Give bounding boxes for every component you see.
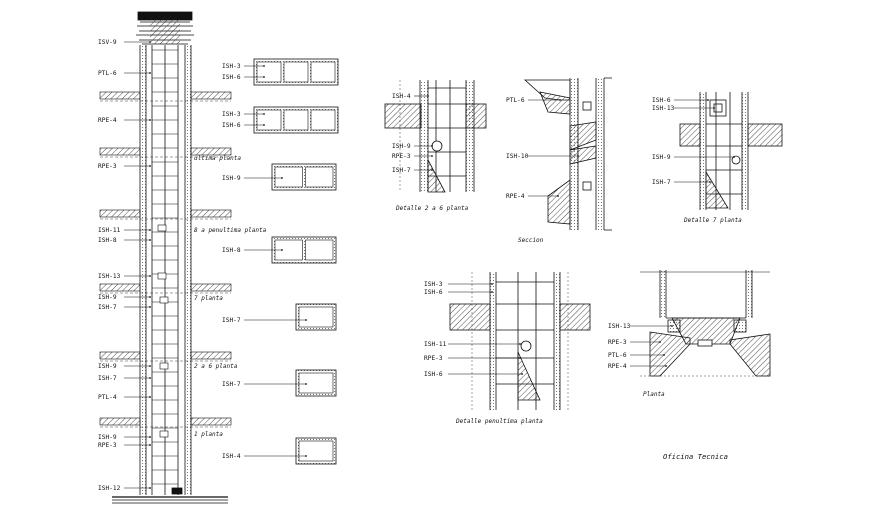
section-label: ISH-4: [222, 453, 241, 460]
planta-label: RPE-4: [608, 363, 627, 370]
detail-7-label: ISH-7: [652, 179, 671, 186]
column-label: RPE-4: [98, 117, 117, 124]
detail-7-label: ISH-9: [652, 154, 671, 161]
detail-labels: ISH-4ISH-9RPE-3ISH-7PTL-6ISH-10RPE-4ISH-…: [392, 93, 735, 378]
column-label: ISH-9: [98, 363, 117, 370]
floor-slabs: [99, 91, 232, 438]
floor-slab: [99, 209, 232, 220]
chimney-elevation: [112, 11, 228, 504]
detail-2-6-label: RPE-3: [392, 153, 411, 160]
caption-detail-7: Detalle 7 planta: [683, 217, 742, 224]
detail-penultima-label: ISH-3: [424, 281, 443, 288]
section-label: ISH-9: [222, 175, 241, 182]
flue-section: [271, 163, 337, 191]
seccion-label: PTL-6: [506, 97, 525, 104]
flue-section: [295, 303, 337, 331]
floor-note: 7 planta: [194, 295, 223, 302]
seccion-detail: [523, 77, 612, 231]
column-label: PTL-4: [98, 394, 117, 401]
seccion-label: RPE-4: [506, 193, 525, 200]
floor-note: 1 planta: [194, 431, 223, 438]
column-label: RPE-3: [98, 163, 117, 170]
planta-label: PTL-6: [608, 352, 627, 359]
detail-2-6-label: ISH-4: [392, 93, 411, 100]
floor-slab: [99, 351, 232, 362]
column-label: ISH-12: [98, 485, 121, 492]
floor-notes: ultima planta 8 a penultima planta 7 plant…: [194, 155, 267, 438]
detail-2-6-planta: [384, 80, 487, 193]
column-labels: ISV-9PTL-6RPE-4RPE-3ISH-11ISH-8ISH-13ISH…: [98, 39, 151, 492]
section-label: ISH-7: [222, 317, 241, 324]
column-label: ISH-7: [98, 375, 117, 382]
detail-7-label: ISH-13: [652, 105, 675, 112]
planta-label: RPE-3: [608, 339, 627, 346]
caption-detail-penultima: Detalle penultima planta: [455, 418, 543, 425]
section-label: ISH-6: [222, 74, 241, 81]
flue-cross-sections: ISH-3ISH-6ISH-3ISH-6ISH-9ISH-8ISH-7ISH-7…: [222, 58, 339, 465]
seccion-label: ISH-10: [506, 153, 529, 160]
office-title: Oficina Tecnica: [663, 452, 728, 461]
detail-penultima-label: ISH-11: [424, 341, 447, 348]
column-label: ISV-9: [98, 39, 117, 46]
caption-detail-2-6: Detalle 2 a 6 planta: [395, 205, 469, 212]
detail-2-6-label: ISH-7: [392, 167, 411, 174]
caption-seccion: Seccion: [518, 237, 544, 244]
detail-penultima-planta: [449, 272, 591, 410]
section-label: ISH-3: [222, 111, 241, 118]
column-label: RPE-3: [98, 442, 117, 449]
flue-section: [253, 106, 339, 134]
section-label: ISH-7: [222, 381, 241, 388]
detail-penultima-label: ISH-6: [424, 371, 443, 378]
planta-label: ISH-13: [608, 323, 631, 330]
detail-2-6-label: ISH-9: [392, 143, 411, 150]
detail-penultima-label: ISH-6: [424, 289, 443, 296]
section-label: ISH-8: [222, 247, 241, 254]
column-label: ISH-7: [98, 304, 117, 311]
column-label: ISH-9: [98, 294, 117, 301]
column-label: ISH-13: [98, 273, 121, 280]
floor-slab: [99, 417, 232, 428]
floor-note: 8 a penultima planta: [194, 227, 267, 234]
column-label: PTL-6: [98, 70, 117, 77]
section-label: ISH-3: [222, 63, 241, 70]
floor-note: ultima planta: [194, 155, 241, 162]
planta-detail: [640, 270, 771, 377]
flue-section: [253, 58, 339, 86]
detail-7-label: ISH-6: [652, 97, 671, 104]
floor-note: 2 a 6 planta: [194, 363, 238, 370]
column-label: ISH-9: [98, 434, 117, 441]
column-label: ISH-8: [98, 237, 117, 244]
section-label: ISH-6: [222, 122, 241, 129]
flue-section: [295, 437, 337, 465]
flue-section: [295, 369, 337, 397]
caption-planta: Planta: [643, 391, 665, 398]
detail-7-planta: [679, 92, 783, 210]
column-label: ISH-11: [98, 227, 121, 234]
detail-penultima-label: RPE-3: [424, 355, 443, 362]
floor-slab: [99, 283, 232, 294]
floor-slab: [99, 91, 232, 102]
floor-slab: [99, 147, 232, 158]
